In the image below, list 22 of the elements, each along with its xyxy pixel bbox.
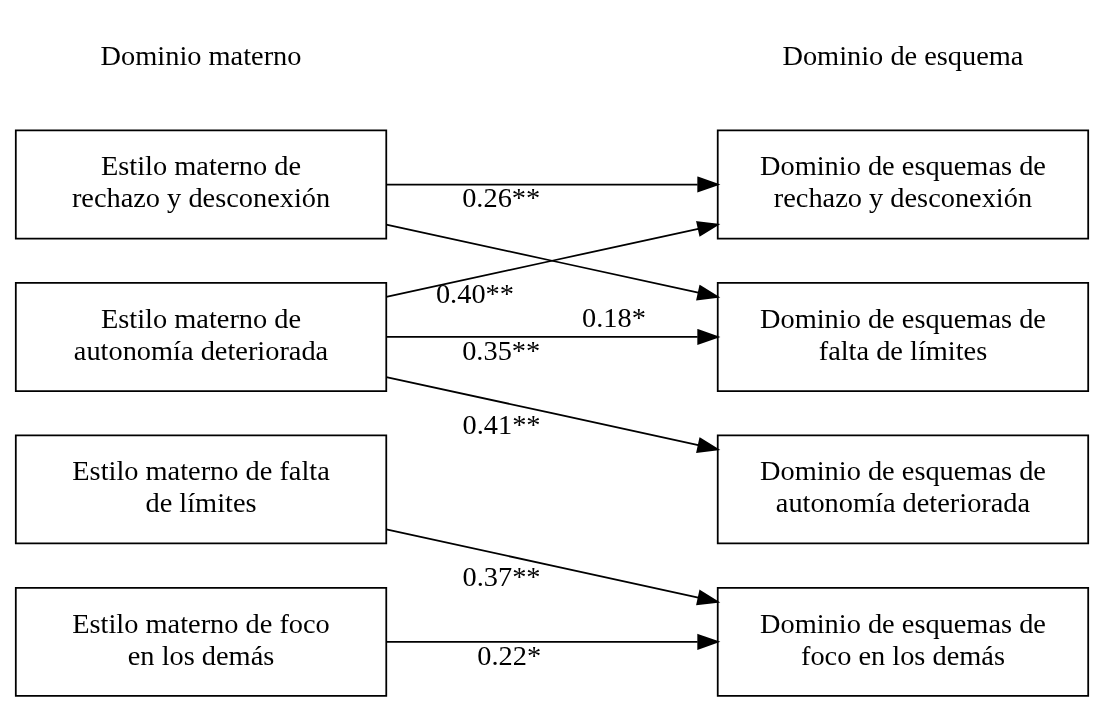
- node-box: Dominio de esquemas de rechazo y desconexión: [716, 129, 1090, 239]
- arrow: [385, 528, 721, 605]
- arrow: [385, 328, 721, 345]
- edge-label: 0.18*: [582, 301, 646, 333]
- label: Dominio materno: [100, 39, 302, 71]
- node-box: Estilo materno de falta de límites: [14, 433, 388, 544]
- label: Dominio de esquema: [782, 39, 1024, 71]
- arrow: [385, 633, 721, 650]
- edge-label: 0.22*: [477, 639, 542, 671]
- node-box: Estilo materno de autonomía deteriorada: [14, 281, 388, 392]
- edge-label: 0.26**: [462, 181, 541, 213]
- edge-label: 0.37**: [462, 560, 541, 592]
- node-box: Dominio de esquemas de autonomía deteriorada: [716, 433, 1090, 544]
- edge-label: 0.35**: [462, 334, 541, 366]
- arrow: [385, 375, 721, 453]
- arrow: [385, 175, 721, 193]
- edge-label: 0.41**: [462, 408, 541, 440]
- node-box: Estilo materno de foco en los demás: [14, 586, 388, 697]
- edge-label: 0.40**: [435, 277, 514, 309]
- node-box: Dominio de esquemas de falta de límites: [716, 281, 1090, 392]
- node-box: Dominio de esquemas de foco en los demás: [716, 586, 1090, 697]
- node-box: Estilo materno de rechazo y desconexión: [14, 129, 388, 239]
